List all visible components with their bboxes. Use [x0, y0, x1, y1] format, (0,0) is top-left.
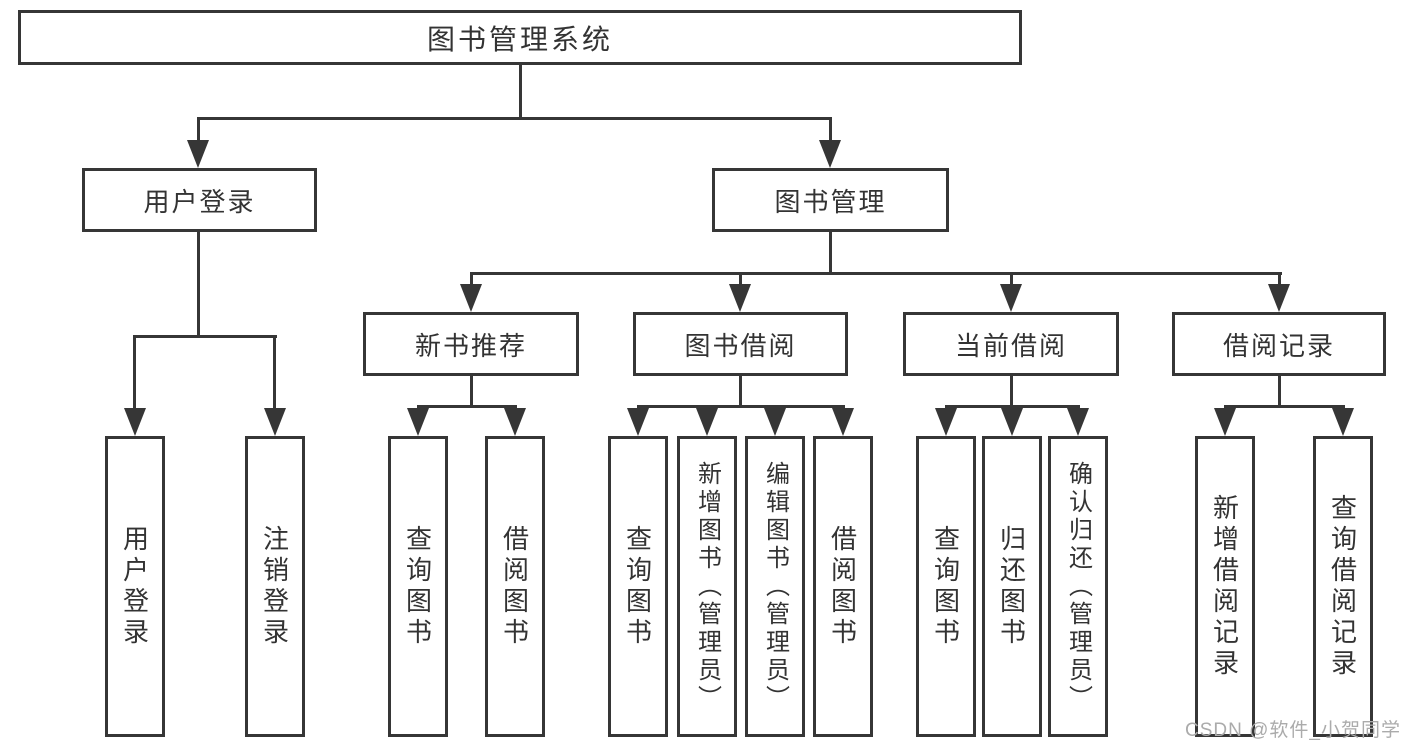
- leaf-query-borrow-record: 查询借阅记录: [1313, 436, 1373, 737]
- leaf-label: 新增图书（管理员）: [693, 460, 721, 713]
- edge-drop-group: [739, 272, 742, 287]
- edge-group-trunk: [1278, 376, 1281, 406]
- watermark: CSDN @软件_小贺同学: [1185, 720, 1401, 741]
- node-user-login-label: 用户登录: [143, 186, 256, 217]
- arrow-down-icon: [1214, 408, 1236, 436]
- leaf-query-books: 查询图书: [916, 436, 976, 737]
- edge-group-hbar: [1224, 405, 1345, 408]
- leaf-label: 新增借阅记录: [1209, 493, 1240, 680]
- node-user-login: 用户登录: [82, 168, 317, 232]
- edge-drop-leaf: [273, 335, 276, 411]
- node-book-borrow-label: 图书借阅: [684, 330, 797, 361]
- edge-group-trunk: [1010, 376, 1013, 406]
- leaf-label: 用户登录: [119, 524, 150, 649]
- arrow-down-icon: [460, 284, 482, 312]
- arrow-down-icon: [1000, 284, 1022, 312]
- edge-group-trunk: [470, 376, 473, 406]
- edge-drop-book-management: [829, 117, 832, 143]
- arrow-down-icon: [764, 408, 786, 436]
- arrow-down-icon: [264, 408, 286, 436]
- arrow-down-icon: [935, 408, 957, 436]
- leaf-borrow-books: 借阅图书: [485, 436, 545, 737]
- edge-group-hbar: [417, 405, 517, 408]
- arrow-down-icon: [696, 408, 718, 436]
- edge-drop-user-login: [197, 117, 200, 143]
- leaf-query-books: 查询图书: [388, 436, 448, 737]
- leaf-edit-book-admin: 编辑图书（管理员）: [745, 436, 805, 737]
- leaf-label: 查询图书: [930, 524, 961, 649]
- edge-book-management-trunk: [829, 232, 832, 274]
- edge-drop-group: [1278, 272, 1281, 287]
- leaf-label: 借阅图书: [499, 524, 530, 649]
- node-root: 图书管理系统: [18, 10, 1022, 65]
- arrow-down-icon: [832, 408, 854, 436]
- node-new-book-recommend: 新书推荐: [363, 312, 579, 376]
- leaf-label: 查询图书: [622, 524, 653, 649]
- leaf-query-books: 查询图书: [608, 436, 668, 737]
- leaf-label: 注销登录: [259, 524, 290, 649]
- leaf-add-book-admin: 新增图书（管理员）: [677, 436, 737, 737]
- arrow-down-icon: [407, 408, 429, 436]
- arrow-down-icon: [627, 408, 649, 436]
- node-book-borrow: 图书借阅: [633, 312, 848, 376]
- arrow-down-icon: [1268, 284, 1290, 312]
- leaf-label: 借阅图书: [827, 524, 858, 649]
- leaf-label: 查询图书: [402, 524, 433, 649]
- edge-group-trunk: [739, 376, 742, 406]
- leaf-borrow-books: 借阅图书: [813, 436, 873, 737]
- leaf-logout: 注销登录: [245, 436, 305, 737]
- edge-root-trunk: [519, 65, 522, 117]
- leaf-label: 确认归还（管理员）: [1064, 460, 1092, 713]
- node-book-management-label: 图书管理: [774, 186, 887, 217]
- leaf-label: 查询借阅记录: [1327, 493, 1358, 680]
- edge-user-login-trunk: [197, 232, 200, 335]
- arrow-down-icon: [187, 140, 209, 168]
- edge-drop-group: [470, 272, 473, 287]
- leaf-add-borrow-record: 新增借阅记录: [1195, 436, 1255, 737]
- edge-user-login-hbar: [133, 335, 277, 338]
- edge-drop-leaf: [133, 335, 136, 411]
- edge-root-hbar: [197, 117, 832, 120]
- edge-group-hbar: [637, 405, 845, 408]
- arrow-down-icon: [819, 140, 841, 168]
- node-current-borrow-label: 当前借阅: [954, 330, 1067, 361]
- node-borrow-records-label: 借阅记录: [1222, 330, 1335, 361]
- node-book-management: 图书管理: [712, 168, 949, 232]
- arrow-down-icon: [1067, 408, 1089, 436]
- leaf-label: 编辑图书（管理员）: [761, 460, 789, 713]
- node-root-label: 图书管理系统: [426, 23, 613, 55]
- node-borrow-records: 借阅记录: [1172, 312, 1386, 376]
- leaf-label: 归还图书: [996, 524, 1027, 649]
- arrow-down-icon: [1332, 408, 1354, 436]
- arrow-down-icon: [124, 408, 146, 436]
- node-new-book-recommend-label: 新书推荐: [414, 330, 527, 361]
- node-current-borrow: 当前借阅: [903, 312, 1119, 376]
- edge-drop-group: [1010, 272, 1013, 287]
- arrow-down-icon: [729, 284, 751, 312]
- leaf-return-books: 归还图书: [982, 436, 1042, 737]
- leaf-confirm-return-admin: 确认归还（管理员）: [1048, 436, 1108, 737]
- arrow-down-icon: [1001, 408, 1023, 436]
- arrow-down-icon: [504, 408, 526, 436]
- leaf-user-login: 用户登录: [105, 436, 165, 737]
- edge-book-management-hbar: [470, 272, 1282, 275]
